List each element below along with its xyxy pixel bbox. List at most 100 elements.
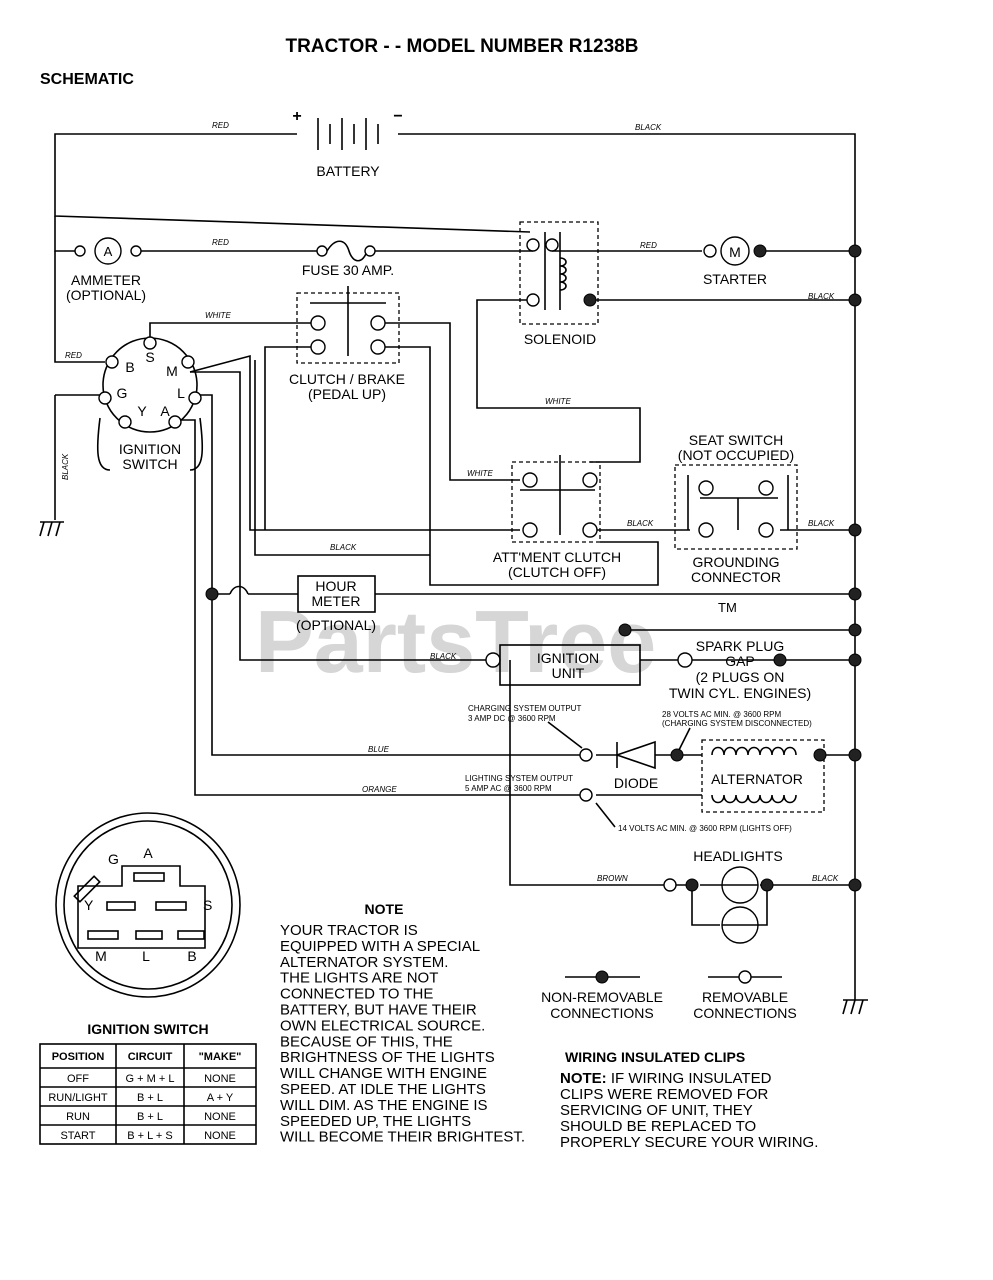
solenoid-label: SOLENOID: [524, 331, 596, 347]
wires: [54, 133, 856, 1000]
table-cell: B + L: [137, 1092, 163, 1104]
table-cell: START: [60, 1130, 95, 1142]
terminal-a: A: [160, 403, 170, 419]
table-cell: B + L + S: [127, 1130, 172, 1142]
wire-label-brown: BROWN: [597, 874, 628, 883]
fuse: FUSE 30 AMP.: [302, 240, 394, 278]
starter: M STARTER: [703, 236, 767, 287]
hour-meter-label-2: METER: [312, 593, 361, 609]
plug-label-l: L: [142, 948, 150, 964]
legend-non-removable-2: CONNECTIONS: [550, 1005, 653, 1021]
clips-note-label: NOTE:: [560, 1070, 607, 1087]
note-line: CONNECTED TO THE: [280, 986, 433, 1003]
wire-label-red: RED: [212, 121, 229, 130]
hour-meter-optional: (OPTIONAL): [296, 617, 376, 633]
clips-line: IF WIRING INSULATED: [607, 1070, 772, 1087]
seat-switch: SEAT SWITCH (NOT OCCUPIED) GROUNDING CON…: [674, 432, 798, 585]
lighting-note-2: 5 AMP AC @ 3600 RPM: [465, 784, 552, 793]
headlights: HEADLIGHTS: [663, 848, 783, 944]
charging-note-1: CHARGING SYSTEM OUTPUT: [468, 704, 581, 713]
clutch-brake-label: CLUTCH / BRAKE: [289, 371, 405, 387]
fuse-label: FUSE 30 AMP.: [302, 262, 394, 278]
ignition-switch-label-1: IGNITION: [119, 441, 181, 457]
table-cell: B + L: [137, 1111, 163, 1123]
spark-plug-label-3: (2 PLUGS ON: [696, 669, 785, 685]
volts-note-1: 28 VOLTS AC MIN. @ 3600 RPM: [662, 710, 781, 719]
ignition-switch-label-2: SWITCH: [122, 456, 177, 472]
plug-label-m: M: [95, 948, 107, 964]
note-line: BECAUSE OF THIS, THE: [280, 1033, 453, 1050]
battery: + − BATTERY: [292, 108, 402, 179]
terminal-y: Y: [137, 403, 147, 419]
table-cell: NONE: [204, 1111, 236, 1123]
diode-label: DIODE: [614, 775, 658, 791]
note-line: OWN ELECTRICAL SOURCE.: [280, 1017, 485, 1034]
spark-plug-label-1: SPARK PLUG: [696, 638, 784, 654]
alternator-notes: CHARGING SYSTEM OUTPUT 3 AMP DC @ 3600 R…: [465, 704, 812, 833]
ignition-unit-label-2: UNIT: [552, 665, 585, 681]
ammeter-symbol: A: [104, 244, 113, 259]
ammeter: A AMMETER (OPTIONAL): [66, 237, 146, 303]
svg-text:NOTE: IF WIRING INSULATED: NOTE: IF WIRING INSULATED: [560, 1070, 772, 1087]
page-title: TRACTOR - - MODEL NUMBER R1238B: [286, 36, 639, 57]
table-cell: A + Y: [207, 1092, 234, 1104]
terminal-l: L: [177, 385, 185, 401]
note-line: SPEED. AT IDLE THE LIGHTS: [280, 1081, 486, 1098]
table-header-cell: CIRCUIT: [128, 1051, 173, 1063]
starter-label: STARTER: [703, 271, 767, 287]
wire-labels: RED BLACK RED RED BLACK WHITE RED BLACK …: [61, 121, 839, 883]
note-line: WILL DIM. AS THE ENGINE IS: [280, 1097, 488, 1114]
clips-line: SERVICING OF UNIT, THEY: [560, 1102, 753, 1119]
ignition-switch: S B M G L Y A IGNITION SWITCH: [98, 336, 202, 472]
table-cell: NONE: [204, 1130, 236, 1142]
ammeter-label: AMMETER: [71, 272, 141, 288]
attment-clutch-switch: ATT'MENT CLUTCH (CLUTCH OFF): [429, 455, 659, 586]
headlights-label: HEADLIGHTS: [693, 848, 782, 864]
schematic-subtitle: SCHEMATIC: [40, 71, 134, 88]
battery-minus: −: [393, 108, 402, 125]
diode: DIODE: [579, 740, 684, 791]
wire-label-white: WHITE: [545, 397, 571, 406]
plug-label-b: B: [187, 948, 196, 964]
wire-label-black: BLACK: [330, 543, 357, 552]
note-line: BRIGHTNESS OF THE LIGHTS: [280, 1049, 495, 1066]
clips-heading: WIRING INSULATED CLIPS: [565, 1049, 745, 1065]
legend-removable-1: REMOVABLE: [702, 989, 788, 1005]
clips-line: CLIPS WERE REMOVED FOR: [560, 1086, 769, 1103]
wire-label-black: BLACK: [430, 652, 457, 661]
alternator-label: ALTERNATOR: [711, 771, 803, 787]
seat-switch-label: SEAT SWITCH: [689, 432, 783, 448]
note-line: THE LIGHTS ARE NOT: [280, 970, 438, 987]
wire-label-orange: ORANGE: [362, 785, 397, 794]
terminal-m: M: [166, 363, 178, 379]
note-line: ALTERNATOR SYSTEM.: [280, 954, 448, 971]
wire-label-black: BLACK: [61, 453, 70, 480]
plug-label-g: G: [108, 851, 119, 867]
legend-non-removable-1: NON-REMOVABLE: [541, 989, 663, 1005]
plug-label-s: S: [203, 897, 212, 913]
wire-label-white: WHITE: [205, 311, 231, 320]
table-header-cell: "MAKE": [199, 1051, 242, 1063]
terminal-s: S: [145, 349, 154, 365]
legend-removable-2: CONNECTIONS: [693, 1005, 796, 1021]
clutch-brake-sublabel: (PEDAL UP): [308, 386, 386, 402]
note-line: YOUR TRACTOR IS: [280, 922, 418, 939]
ground-symbol: [39, 521, 64, 537]
clutch-brake-switch: CLUTCH / BRAKE (PEDAL UP): [289, 286, 405, 402]
alternator: ALTERNATOR: [579, 739, 827, 813]
clips-line: PROPERLY SECURE YOUR WIRING.: [560, 1134, 818, 1151]
note-line: WILL CHANGE WITH ENGINE: [280, 1065, 487, 1082]
ground-symbol: [842, 999, 868, 1015]
watermark: PartsTree: [255, 592, 656, 691]
battery-plus: +: [292, 108, 301, 125]
grounding-sublabel: CONNECTOR: [691, 569, 781, 585]
wire-label-black: BLACK: [808, 519, 835, 528]
hour-meter-label-1: HOUR: [315, 578, 356, 594]
trademark-mark: TM: [718, 600, 737, 615]
wire-label-black: BLACK: [627, 519, 654, 528]
plug-label-a: A: [143, 845, 153, 861]
hour-meter: HOUR METER (OPTIONAL): [229, 575, 376, 633]
